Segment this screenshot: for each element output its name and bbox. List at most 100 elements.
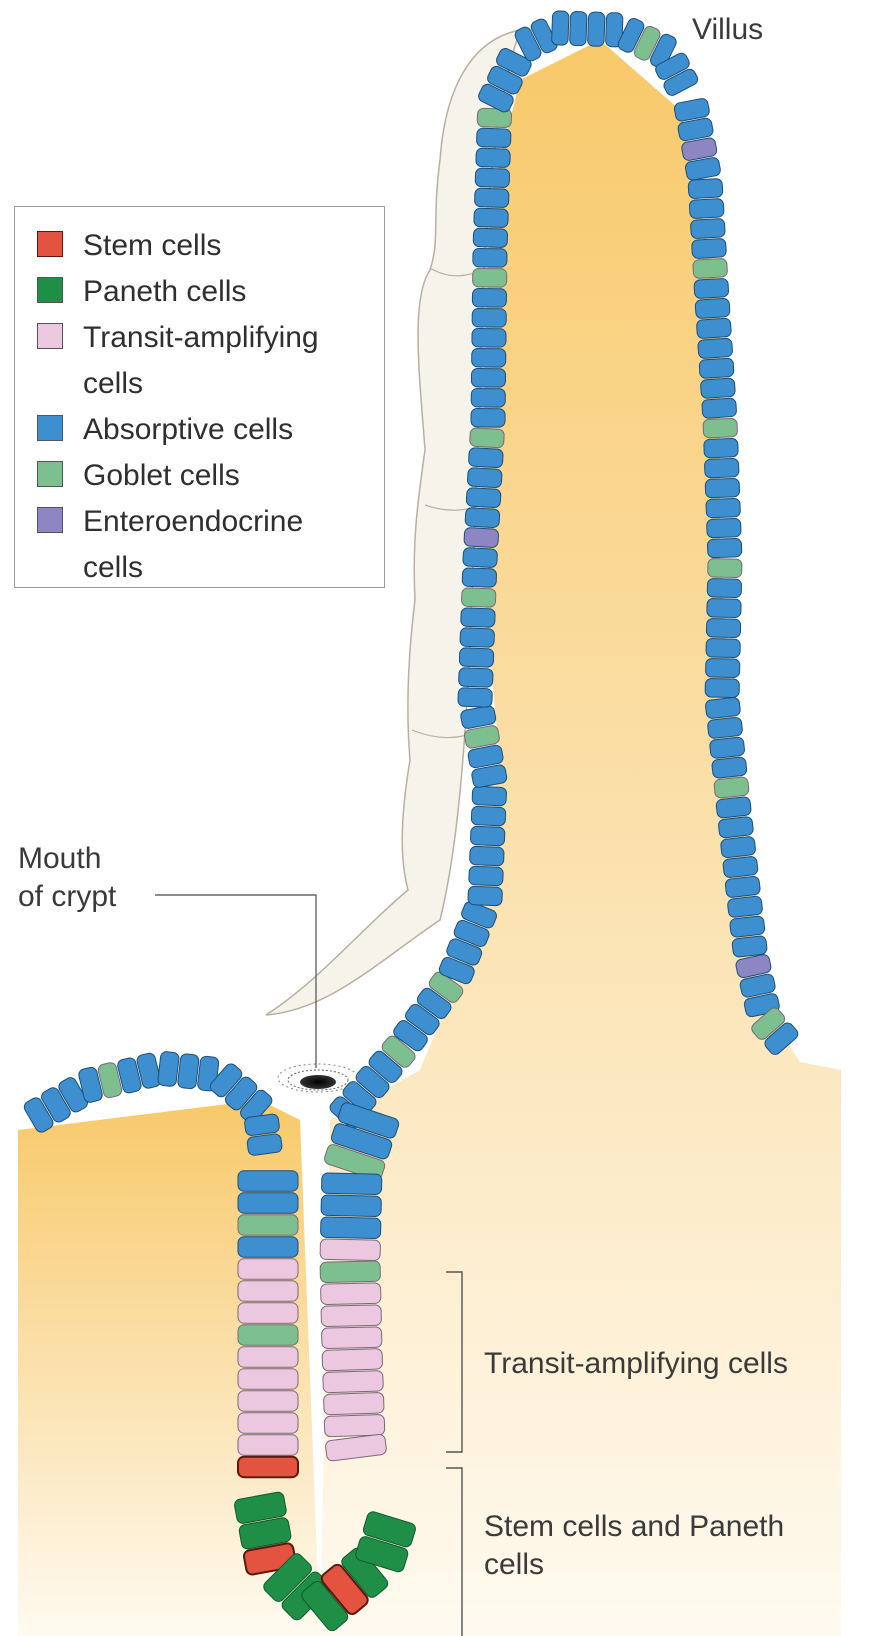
absorptive-cell [472,786,507,806]
absorptive-cell [691,238,726,258]
transit-amplifying-label: Transit-amplifying cells [484,1346,788,1382]
absorptive-cell [468,448,503,468]
absorptive-cell [707,717,743,739]
absorptive-cell [238,1237,298,1257]
absorptive-cell [463,547,498,567]
absorptive-cell [472,308,506,327]
absorptive-cell [707,598,741,617]
legend-swatch-goblet [37,461,63,487]
legend-label: Transit-amplifying cells [83,315,383,407]
absorptive-cell [157,1051,179,1087]
absorptive-cell [704,458,739,478]
goblet-cell [703,418,738,438]
absorptive-cell [694,278,729,298]
legend-item-transit: Transit-amplifying cells [37,315,383,407]
mouth-of-crypt-label: Mouth of crypt [18,840,116,916]
absorptive-cell [707,578,741,597]
absorptive-cell [720,836,756,858]
legend-item-goblet: Goblet cells [37,453,383,499]
stem-cell [238,1457,298,1477]
absorptive-cell [716,796,752,818]
absorptive-cell [469,866,504,886]
absorptive-cell [706,498,741,518]
transit-amplifying-cell [321,1305,381,1327]
transit-amplifying-cell [324,1414,385,1436]
enteroendocrine-cell [464,527,499,547]
absorptive-cell [244,1113,280,1136]
absorptive-cell [690,218,725,238]
absorptive-cell [466,488,501,508]
villus-label: Villus [692,12,763,48]
absorptive-cell [699,358,734,379]
absorptive-cell [472,288,506,307]
legend-label: Goblet cells [83,453,383,499]
legend: Stem cells Paneth cells Transit-amplifyi… [14,206,385,588]
transit-amplifying-cell [322,1327,382,1349]
goblet-cell [693,258,728,278]
goblet-cell [714,777,750,799]
transit-amplifying-cell [238,1391,298,1411]
absorptive-cell [707,538,742,558]
absorptive-cell [706,638,740,657]
absorptive-cell [470,826,505,846]
absorptive-cell [177,1053,199,1089]
absorptive-cell [729,916,765,938]
absorptive-cell [471,368,505,387]
legend-swatch-transit [37,323,63,349]
absorptive-cell [476,148,511,168]
legend-item-paneth: Paneth cells [37,269,383,315]
absorptive-cell [238,1193,298,1213]
absorptive-cell [727,896,763,918]
absorptive-cell [472,348,506,367]
goblet-cell [708,558,742,577]
goblet-cell [238,1325,298,1345]
absorptive-cell [552,11,570,46]
legend-item-enteroendocrine: Enteroendocrine cells [37,499,383,591]
absorptive-cell [468,886,503,906]
absorptive-cell [688,178,723,198]
transit-amplifying-cell [238,1369,298,1389]
absorptive-cell [587,12,605,47]
absorptive-cell [321,1173,381,1195]
absorptive-cell [458,688,493,708]
transit-amplifying-cell [320,1239,380,1261]
absorptive-cell [458,668,493,688]
transit-amplifying-cell [238,1303,298,1323]
absorptive-cell [711,757,747,779]
absorptive-cell [732,935,768,957]
absorptive-cell [698,338,733,359]
lamina-propria-right [320,40,841,1636]
legend-label: Paneth cells [83,269,383,315]
absorptive-cell [705,678,739,697]
absorptive-cell [461,608,496,628]
goblet-cell [320,1261,380,1283]
legend-label: Absorptive cells [83,407,383,453]
absorptive-cell [709,737,745,759]
absorptive-cell [700,378,735,399]
goblet-cell [469,428,504,448]
absorptive-cell [718,816,754,838]
absorptive-cell [702,398,737,419]
absorptive-cell [704,438,739,458]
legend-swatch-absorptive [37,415,63,441]
mouth-leader-line [155,895,316,1068]
absorptive-cell [725,876,761,898]
absorptive-cell [320,1217,380,1239]
absorptive-cell [247,1133,283,1156]
absorptive-cell [695,298,730,319]
goblet-cell [238,1215,298,1235]
absorptive-cell [476,128,511,148]
absorptive-cell [321,1195,381,1217]
absorptive-cell [474,188,509,208]
absorptive-cell [465,507,500,527]
absorptive-cell [475,168,510,188]
legend-swatch-paneth [37,277,63,303]
absorptive-cell [473,248,507,267]
legend-swatch-stem [37,231,63,257]
transit-amplifying-cell [238,1413,298,1433]
absorptive-cell [473,228,508,248]
legend-item-absorptive: Absorptive cells [37,407,383,453]
absorptive-cell [471,408,505,427]
absorptive-cell [706,618,740,637]
absorptive-cell [238,1171,298,1191]
